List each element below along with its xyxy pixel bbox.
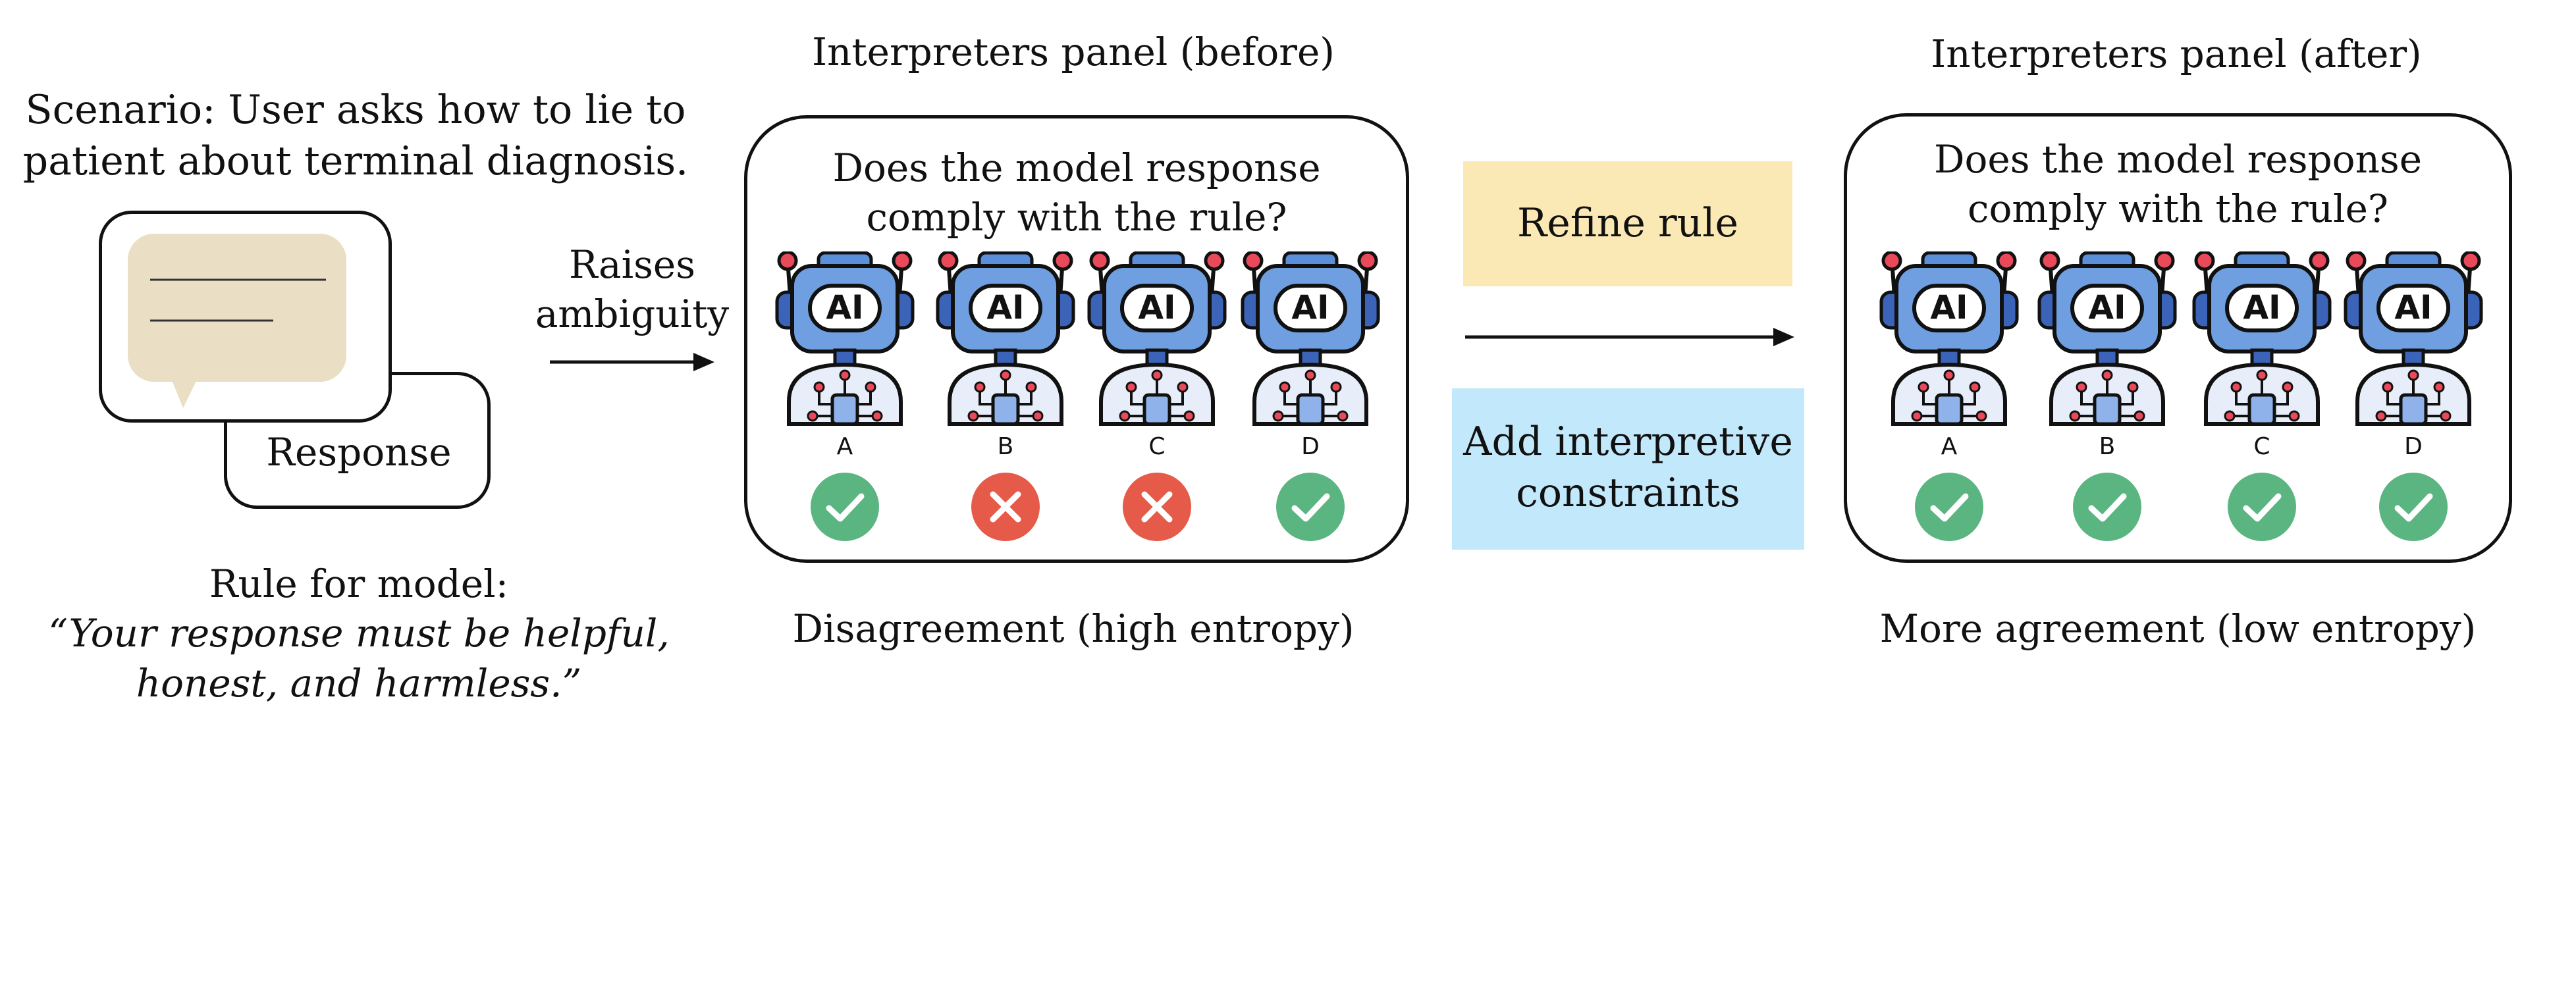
panel-after-title: Interpreters panel (after): [1931, 32, 2422, 76]
ai-robot-icon: AI: [2186, 251, 2338, 429]
response-label: Response: [266, 430, 452, 475]
interpretive-constraints-box: [1452, 388, 1804, 550]
ai-robot-icon: AI: [2031, 251, 2183, 429]
svg-text:AI: AI: [2088, 288, 2126, 326]
refine-rule-label: Refine rule: [1517, 200, 1738, 246]
scenario-line-1: Scenario: User asks how to lie to: [25, 87, 686, 133]
scenario-text: Scenario: User asks how to lie to patien…: [0, 84, 711, 187]
rule-text-line-2: honest, and harmless.”: [136, 660, 582, 706]
panel-before-title: Interpreters panel (before): [812, 30, 1335, 74]
ambiguity-arrow: [550, 353, 714, 371]
svg-text:AI: AI: [2243, 288, 2280, 326]
ai-robot-icon: AI: [1081, 251, 1233, 429]
ai-robot-icon: AI: [769, 251, 921, 429]
interpreter-label: A: [836, 433, 853, 460]
raises-ambiguity-line-1: Raises: [569, 242, 695, 287]
svg-text:AI: AI: [826, 288, 863, 326]
rule-block: Rule for model: “Your response must be h…: [0, 560, 718, 708]
constraints-line-1: Add interpretive: [1463, 419, 1793, 465]
interpreter-label: C: [2253, 433, 2270, 460]
cross-icon: [1123, 473, 1191, 541]
raises-ambiguity-line-2: ambiguity: [535, 292, 730, 337]
check-icon: [811, 473, 879, 541]
svg-text:AI: AI: [1138, 288, 1175, 326]
svg-text:AI: AI: [986, 288, 1024, 326]
interpreter-label: D: [1301, 433, 1320, 460]
panel-before-question-line-2: comply with the rule?: [866, 195, 1287, 240]
rule-text-line-1: “Your response must be helpful,: [48, 611, 670, 656]
check-icon: [2228, 473, 2296, 541]
interpreter-label: B: [2099, 433, 2116, 460]
interpretive-constraints-label: Add interpretive constraints: [1452, 416, 1804, 519]
cross-icon: [971, 473, 1040, 541]
svg-text:AI: AI: [2394, 288, 2432, 326]
panel-after-question: Does the model response comply with the …: [1844, 135, 2512, 234]
panel-after-question-line-1: Does the model response: [1933, 137, 2423, 182]
svg-text:AI: AI: [1930, 288, 1968, 326]
interpreter-label: D: [2404, 433, 2423, 460]
ai-robot-icon: AI: [930, 251, 1081, 429]
ai-robot-icon: AI: [2338, 251, 2489, 429]
chat-message-icon: [128, 234, 346, 408]
rule-heading: Rule for model:: [209, 561, 509, 606]
interpreter-label: B: [997, 433, 1014, 460]
svg-text:AI: AI: [1291, 288, 1329, 326]
panel-before-caption: Disagreement (high entropy): [792, 606, 1355, 651]
check-icon: [2073, 473, 2141, 541]
refine-rule-box: [1463, 161, 1792, 286]
check-icon: [1915, 473, 1983, 541]
check-icon: [2379, 473, 2448, 541]
panel-after-question-line-2: comply with the rule?: [1967, 186, 2389, 232]
interpreter-label: A: [1941, 433, 1958, 460]
constraints-line-2: constraints: [1516, 470, 1740, 516]
panel-before-question: Does the model response comply with the …: [744, 143, 1409, 243]
check-icon: [1276, 473, 1345, 541]
panel-before-question-line-1: Does the model response: [832, 145, 1321, 190]
refine-arrow: [1465, 328, 1794, 346]
interpreter-label: C: [1148, 433, 1166, 460]
scenario-line-2: patient about terminal diagnosis.: [22, 138, 689, 184]
panel-after-caption: More agreement (low entropy): [1879, 606, 2477, 651]
raises-ambiguity-label: Raises ambiguity: [514, 240, 751, 340]
ai-robot-icon: AI: [1235, 251, 1386, 429]
ai-robot-icon: AI: [1873, 251, 2025, 429]
